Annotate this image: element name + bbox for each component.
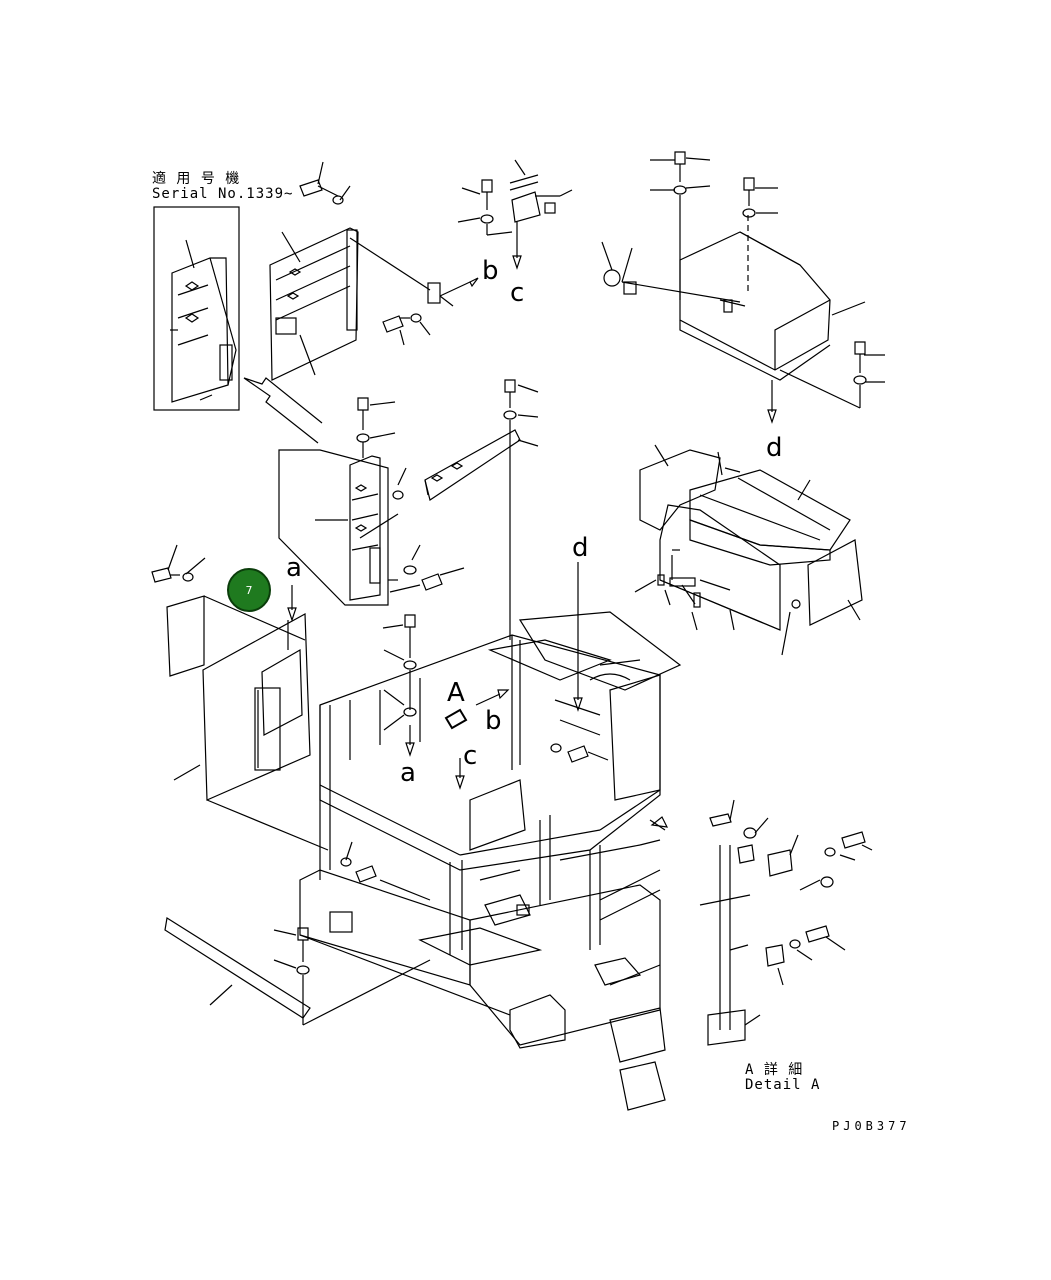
part-callout-number: 7 [245, 583, 253, 597]
view-letter-c-upper: c [510, 278, 525, 308]
view-letter-b-upper: b [482, 256, 499, 286]
latch-bracket [457, 159, 573, 270]
hood-assembly [634, 444, 863, 656]
frame-leaders [340, 562, 609, 883]
view-letter-a-frame: a [400, 758, 416, 788]
detail-a-japanese-label: A 詳 細 [745, 1062, 804, 1078]
outline-arrow [243, 377, 323, 444]
upper-plate [424, 379, 539, 640]
view-letter-b-frame: b [485, 706, 502, 736]
bottom-plate [164, 917, 431, 1026]
view-letter-a-door: a [286, 553, 302, 583]
door-panel-upper [269, 227, 359, 381]
main-frame [299, 611, 682, 1111]
bolt-washer-set-1 [299, 161, 431, 346]
hinge-bracket [349, 237, 479, 307]
upper-cover [601, 151, 885, 424]
serial-inset-panel [153, 206, 240, 411]
view-letter-d-frame: d [572, 533, 589, 563]
view-letter-c-frame: c [463, 741, 478, 771]
view-letter-d-hood: d [766, 433, 783, 463]
view-letter-A: A [447, 678, 465, 708]
center-panel-box [278, 397, 465, 606]
detail-a-label: Detail A [745, 1077, 821, 1093]
drawing-code: PJ0B377 [832, 1119, 911, 1133]
part-callout-7[interactable]: 7 [227, 568, 271, 612]
side-door-panel [151, 544, 329, 851]
detail-a-assembly [699, 799, 873, 1046]
serial-number-label: Serial No.1339~ [152, 186, 294, 202]
applicable-model-label: 適 用 号 機 [152, 171, 241, 187]
